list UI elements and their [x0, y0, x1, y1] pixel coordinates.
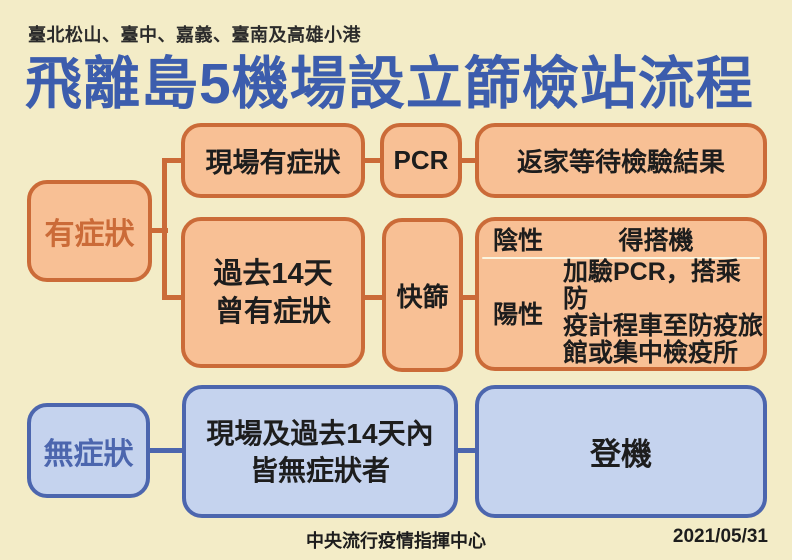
connector-onsite-to-pcr — [363, 158, 382, 163]
node-rapid-test-label: 快篩 — [396, 281, 449, 312]
positive-line3: 館或集中檢疫所 — [563, 339, 739, 367]
result-divider — [482, 257, 760, 259]
connector-asymptomatic-to-condition — [147, 448, 184, 453]
past14-line1: 過去14天 — [213, 257, 333, 290]
node-pcr-test: PCR — [380, 123, 462, 198]
connector-condition-to-boarding — [456, 448, 477, 453]
past14-line2: 曾有症狀 — [214, 295, 331, 328]
connector-branch-vertical — [162, 158, 167, 300]
node-onsite-symptoms: 現場有症狀 — [181, 123, 365, 198]
negative-result-row: 陰性 得搭機 — [479, 221, 763, 257]
footer-date: 2021/05/31 — [672, 526, 768, 547]
positive-line2: 疫計程車至防疫旅 — [563, 312, 764, 340]
positive-label: 陽性 — [493, 301, 544, 329]
connector-past14-to-rapid — [363, 295, 384, 300]
node-asymptomatic-label: 無症狀 — [43, 437, 134, 471]
node-rapid-test-results: 陰性 得搭機 陽性 加驗PCR，搭乘防 疫計程車至防疫旅 館或集中檢疫所 — [475, 217, 767, 371]
connector-branch-to-onsite — [162, 158, 183, 163]
node-rapid-test: 快篩 — [382, 218, 463, 372]
node-wait-at-home-label: 返家等待檢驗結果 — [516, 147, 725, 177]
airport-list-subtitle: 臺北松山、臺中、嘉義、臺南及高雄小港 — [28, 25, 361, 45]
connector-symptomatic-to-branch — [148, 228, 168, 233]
nosymp-line1: 現場及過去14天內 — [206, 417, 434, 449]
page-title: 飛離島5機場設立篩檢站流程 — [25, 52, 754, 116]
node-symptomatic-label: 有症狀 — [44, 218, 135, 251]
connector-pcr-to-home — [460, 158, 477, 163]
node-past14-symptoms: 過去14天 曾有症狀 — [181, 217, 365, 368]
node-boarding: 登機 — [475, 385, 767, 518]
footer-organization: 中央流行疫情指揮中心 — [306, 531, 486, 551]
node-symptomatic: 有症狀 — [27, 180, 152, 282]
node-no-symptoms-14days: 現場及過去14天內 皆無症狀者 — [182, 385, 458, 518]
node-pcr-test-label: PCR — [393, 145, 449, 175]
positive-line1: 加驗PCR，搭乘防 — [563, 258, 741, 313]
negative-result-text: 得搭機 — [618, 227, 694, 255]
node-no-symptoms-14days-label: 現場及過去14天內 皆無症狀者 — [206, 415, 433, 489]
nosymp-line2: 皆無症狀者 — [249, 454, 390, 486]
node-past14-symptoms-label: 過去14天 曾有症狀 — [213, 255, 332, 331]
node-asymptomatic: 無症狀 — [27, 403, 150, 498]
positive-result-text: 加驗PCR，搭乘防 疫計程車至防疫旅 館或集中檢疫所 — [549, 259, 763, 367]
node-boarding-label: 登機 — [590, 437, 652, 472]
node-onsite-symptoms-label: 現場有症狀 — [205, 148, 341, 178]
node-wait-at-home: 返家等待檢驗結果 — [475, 123, 767, 198]
connector-rapid-to-result — [461, 295, 477, 300]
positive-result-row: 陽性 加驗PCR，搭乘防 疫計程車至防疫旅 館或集中檢疫所 — [479, 259, 763, 367]
connector-branch-to-past14 — [162, 295, 183, 300]
negative-label: 陰性 — [493, 227, 544, 255]
